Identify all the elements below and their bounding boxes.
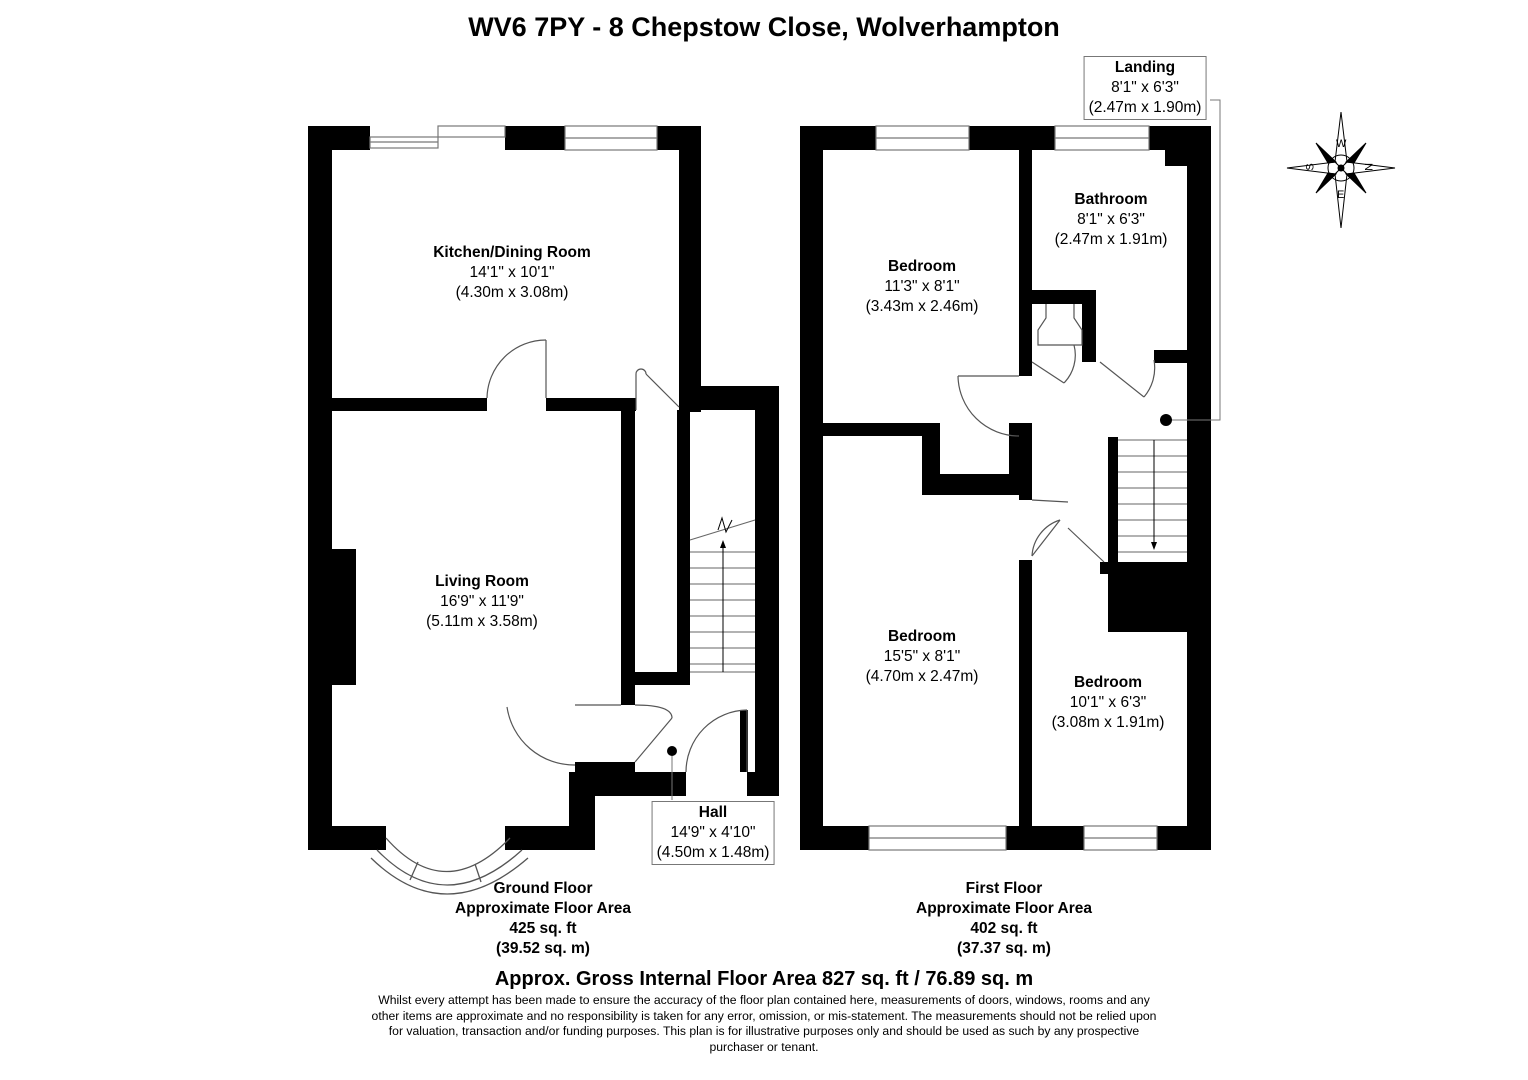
room-metric: (2.47m x 1.91m) (1054, 231, 1168, 248)
room-label-hall: Hall 14'9" x 4'10" (4.50m x 1.48m) (651, 801, 775, 865)
room-name: Bedroom (887, 258, 957, 275)
room-metric: (3.43m x 2.46m) (865, 298, 979, 315)
room-imperial: 11'3" x 8'1" (884, 278, 960, 295)
landing-marker-dot (1160, 414, 1172, 426)
floor-area-sqm: (37.37 sq. m) (957, 940, 1051, 957)
room-label-bedroom-1: Bedroom 11'3" x 8'1" (3.43m x 2.46m) (866, 257, 979, 317)
ground-floor-walls (308, 126, 779, 850)
ground-floor-summary: Ground Floor Approximate Floor Area 425 … (455, 879, 631, 959)
room-name: Hall (698, 804, 728, 821)
floor-area-sqft: 425 sq. ft (509, 920, 577, 937)
room-metric: (5.11m x 3.58m) (426, 613, 538, 630)
room-metric: (3.08m x 1.91m) (1051, 714, 1165, 731)
first-floor-windows (868, 125, 1158, 851)
room-label-bedroom-3: Bedroom 10'1" x 6'3" (3.08m x 1.91m) (1052, 673, 1165, 733)
room-label-living: Living Room 16'9" x 11'9" (5.11m x 3.58m… (426, 572, 538, 632)
compass-rose (1286, 111, 1396, 229)
room-label-kitchen: Kitchen/Dining Room 14'1" x 10'1" (4.30m… (433, 243, 591, 303)
room-metric: (4.50m x 1.48m) (656, 844, 770, 861)
room-imperial: 10'1" x 6'3" (1069, 694, 1147, 711)
first-staircase (1118, 439, 1187, 553)
room-imperial: 14'9" x 4'10" (670, 824, 756, 841)
ground-staircase (689, 516, 756, 673)
room-label-bedroom-2: Bedroom 15'5" x 8'1" (4.70m x 2.47m) (866, 627, 979, 687)
compass-e-label: E (1337, 189, 1345, 201)
room-imperial: 14'1" x 10'1" (469, 264, 555, 281)
first-floor-summary: First Floor Approximate Floor Area 402 s… (916, 879, 1092, 959)
room-name: Living Room (435, 573, 529, 590)
room-metric: (4.30m x 3.08m) (455, 284, 569, 301)
room-label-bathroom: Bathroom 8'1" x 6'3" (2.47m x 1.91m) (1055, 190, 1168, 250)
floor-name: Ground Floor (493, 880, 593, 897)
floor-area-sqm: (39.52 sq. m) (496, 940, 590, 957)
room-imperial: 8'1" x 6'3" (1077, 211, 1145, 228)
room-name: Kitchen/Dining Room (433, 244, 591, 261)
room-metric: (2.47m x 1.90m) (1088, 99, 1202, 116)
plan-title: WV6 7PY - 8 Chepstow Close, Wolverhampto… (468, 12, 1060, 42)
room-imperial: 16'9" x 11'9" (440, 593, 524, 610)
ground-doors (486, 339, 748, 773)
bay-window (370, 837, 529, 895)
room-name: Bedroom (1073, 674, 1143, 691)
first-doors (957, 304, 1156, 563)
room-imperial: 8'1" x 6'3" (1111, 79, 1179, 96)
ground-meter-dot (667, 746, 677, 756)
room-imperial: 15'5" x 8'1" (883, 648, 961, 665)
compass-n-label: N (1361, 163, 1374, 171)
ground-floor-windows (369, 125, 658, 151)
gross-floor-area: Approx. Gross Internal Floor Area 827 sq… (494, 968, 1034, 990)
room-name: Bedroom (887, 628, 957, 645)
room-metric: (4.70m x 2.47m) (865, 668, 979, 685)
room-name: Landing (1114, 59, 1176, 76)
floor-area-sqft: 402 sq. ft (970, 920, 1038, 937)
first-floor-walls (800, 126, 1211, 850)
floor-area-label: Approximate Floor Area (455, 900, 631, 917)
compass-w-label: W (1336, 138, 1347, 150)
room-label-landing: Landing 8'1" x 6'3" (2.47m x 1.90m) (1083, 56, 1207, 120)
disclaimer-text: Whilst every attempt has been made to en… (371, 993, 1157, 1054)
compass-s-label: S (1304, 163, 1317, 171)
floor-name: First Floor (965, 880, 1043, 897)
room-name: Bathroom (1074, 191, 1148, 208)
floor-area-label: Approximate Floor Area (916, 900, 1092, 917)
